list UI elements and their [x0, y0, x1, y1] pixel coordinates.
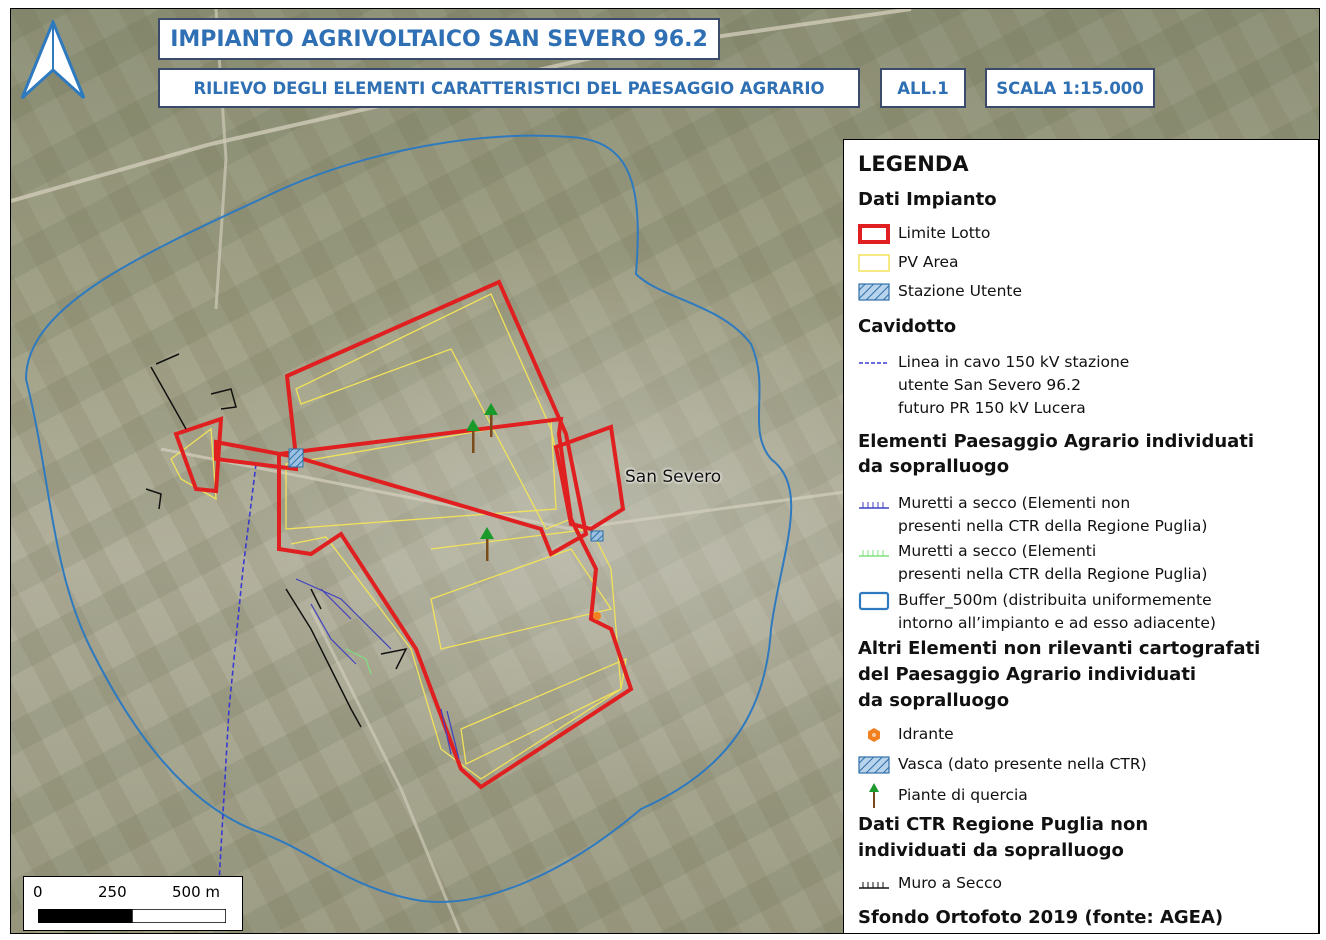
legend-heading-dati-impianto: Dati Impianto	[858, 189, 997, 210]
muretti-non-ctr-blue	[295, 578, 460, 760]
legend-heading-elementi-paesaggio-2: da sopralluogo	[858, 456, 1010, 477]
legend-heading-altri-elementi: Altri Elementi non rilevanti cartografat…	[858, 638, 1261, 659]
legend-panel: LEGENDA Dati Impianto Limite Lotto PV Ar…	[843, 139, 1319, 934]
oak-tree-icon	[869, 783, 879, 808]
scale-label-250: 250	[98, 883, 127, 901]
scale-bar-graphic	[38, 909, 226, 923]
scale-label-500: 500 m	[172, 883, 221, 901]
idrante	[593, 612, 601, 620]
limite-lotto	[173, 279, 634, 790]
legend-title: LEGENDA	[858, 152, 969, 176]
map-title: IMPIANTO AGRIVOLTAICO SAN SEVERO 96.2	[158, 18, 720, 60]
oak-tree-icon	[480, 527, 494, 561]
place-label-san-severo: San Severo	[625, 467, 722, 487]
legend-heading-dati-ctr-2: individuati da sopralluogo	[858, 840, 1124, 861]
cavidotto-line	[215, 463, 257, 933]
legend-heading-cavidotto: Cavidotto	[858, 316, 957, 337]
muretti-ctr-black	[145, 353, 408, 728]
scale-label: SCALA 1:15.000	[985, 68, 1155, 108]
red-outline-rect-icon	[858, 224, 890, 244]
attachment-label: ALL.1	[880, 68, 966, 108]
stazione-utente	[288, 448, 304, 468]
road	[309, 608, 462, 933]
oak-tree-icon	[484, 403, 498, 437]
oak-tree-icon	[466, 419, 480, 453]
map-overlay	[11, 9, 1312, 933]
scale-label-0: 0	[33, 883, 43, 901]
yellow-outline-rect-icon	[858, 254, 890, 272]
orange-hexagon-icon	[868, 728, 880, 742]
map-subtitle: RILIEVO DEGLI ELEMENTI CARATTERISTICI DE…	[158, 68, 860, 108]
hatched-blue-rect-icon	[858, 756, 890, 774]
vasca	[590, 530, 604, 542]
buffer-500m	[24, 134, 793, 903]
pv-area	[170, 293, 627, 780]
scale-bar: 0 250 500 m	[23, 876, 243, 931]
legend-heading-altri-elementi-2: del Paesaggio Agrario individuati	[858, 664, 1197, 685]
hatched-blue-rect-icon	[858, 283, 890, 301]
muretti-ctr-green	[345, 648, 372, 675]
legend-heading-elementi-paesaggio: Elementi Paesaggio Agrario individuati	[858, 431, 1255, 452]
north-arrow-icon	[20, 20, 86, 100]
legend-heading-dati-ctr: Dati CTR Regione Puglia non	[858, 814, 1149, 835]
green-wall-line-icon	[859, 550, 889, 557]
dashed-blue-line-icon	[859, 362, 889, 364]
legend-heading-altri-elementi-3: da sopralluogo	[858, 690, 1010, 711]
blue-wall-line-icon	[859, 502, 889, 509]
blue-outline-rect-icon	[858, 591, 890, 611]
legend-background-note: Sfondo Ortofoto 2019 (fonte: AGEA)	[858, 907, 1224, 928]
black-wall-line-icon	[859, 882, 889, 889]
